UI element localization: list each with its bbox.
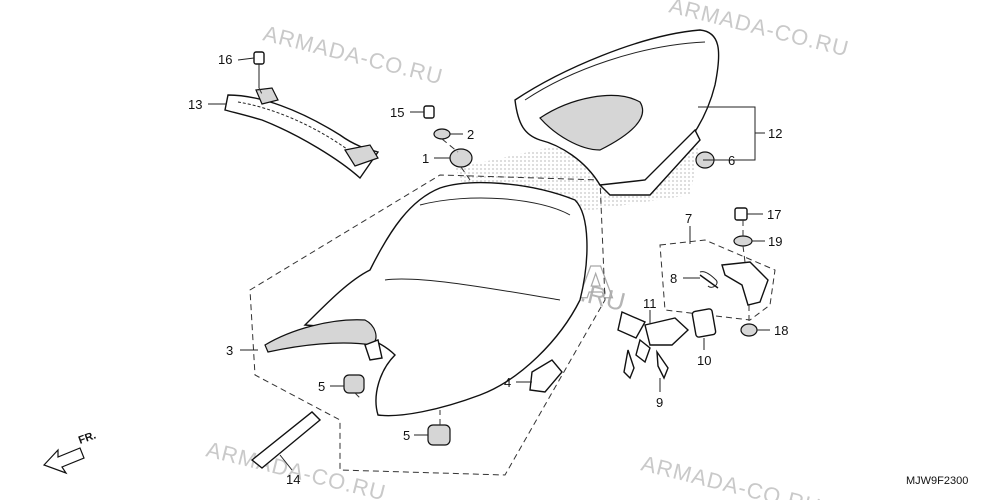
- callout-12: 12: [768, 126, 782, 141]
- small-parts: [250, 105, 758, 469]
- front-arrow-icon: [42, 447, 85, 475]
- cushion-5b: [427, 424, 451, 446]
- seat-lock-assembly: [659, 239, 776, 321]
- callout-numbers: 16 13 15 2 1 12 6 7 17 19 8 11 18 3 10 4…: [188, 52, 788, 487]
- nut-18: [740, 323, 758, 337]
- watermark-bottom-right: ARMADA-CO.RU: [639, 451, 824, 500]
- callout-13: 13: [188, 97, 202, 112]
- bolt-15: [423, 105, 435, 119]
- front-label: FR.: [77, 429, 98, 446]
- callout-8: 8: [670, 271, 677, 286]
- watermark-bottom-left: ARMADA-CO.RU: [204, 437, 389, 500]
- watermark-top-left: ARMADA-CO.RU: [261, 21, 446, 90]
- bolt-16: [253, 51, 265, 65]
- diagram-code: MJW9F2300: [906, 475, 968, 487]
- bolt-17: [734, 207, 748, 221]
- main-seat: [264, 181, 588, 417]
- washer-2: [433, 128, 451, 140]
- callout-4: 4: [504, 375, 511, 390]
- callout-5-lower: 5: [403, 428, 410, 443]
- callout-5-upper: 5: [318, 379, 325, 394]
- callout-1: 1: [422, 151, 429, 166]
- front-arrow: FR.: [42, 429, 98, 475]
- band-14: [250, 411, 322, 469]
- passenger-seat: [514, 29, 720, 196]
- leader-lines: [208, 57, 770, 471]
- cover-10: [691, 308, 717, 338]
- grommet-1: [449, 148, 473, 168]
- callout-3: 3: [226, 343, 233, 358]
- clip-9: [656, 349, 669, 380]
- callout-14: 14: [286, 472, 300, 487]
- key-set: [617, 308, 717, 380]
- cylinder-11: [644, 317, 690, 346]
- clip-4: [529, 359, 563, 393]
- grab-strap: [224, 51, 380, 180]
- callout-9: 9: [656, 395, 663, 410]
- main-seat-group-outline: [249, 174, 606, 476]
- seat-lock-group-outline: [659, 239, 776, 321]
- callout-19: 19: [768, 234, 782, 249]
- washer-19: [733, 235, 753, 247]
- callout-17: 17: [767, 207, 781, 222]
- callout-7: 7: [685, 211, 692, 226]
- callout-6: 6: [728, 153, 735, 168]
- cushion-5a: [343, 374, 365, 394]
- callout-11: 11: [643, 296, 657, 311]
- callout-16: 16: [218, 52, 232, 67]
- callout-2: 2: [467, 127, 474, 142]
- guide-lines: [258, 87, 750, 425]
- callout-18: 18: [774, 323, 788, 338]
- callout-15: 15: [390, 105, 404, 120]
- callout-10: 10: [697, 353, 711, 368]
